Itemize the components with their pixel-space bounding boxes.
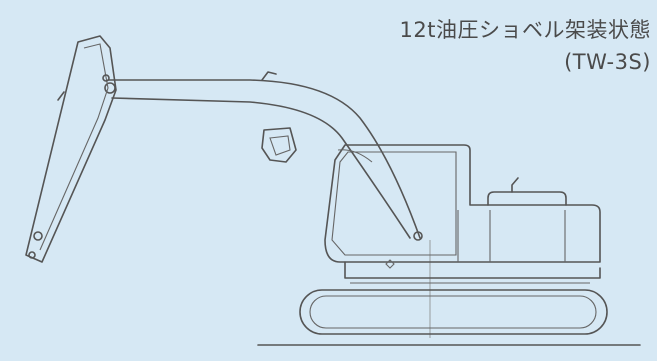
undercarriage: [344, 261, 601, 284]
caption-title: 12t油圧ショベル架装状態: [399, 18, 651, 42]
arm: [25, 35, 117, 263]
crawler-track: [299, 289, 608, 335]
boom: [104, 71, 423, 241]
diagram-caption: 12t油圧ショベル架装状態 (TW-3S): [400, 14, 651, 78]
caption-model: (TW-3S): [564, 50, 651, 74]
upper-body: [324, 144, 601, 269]
bucket: [261, 127, 297, 163]
